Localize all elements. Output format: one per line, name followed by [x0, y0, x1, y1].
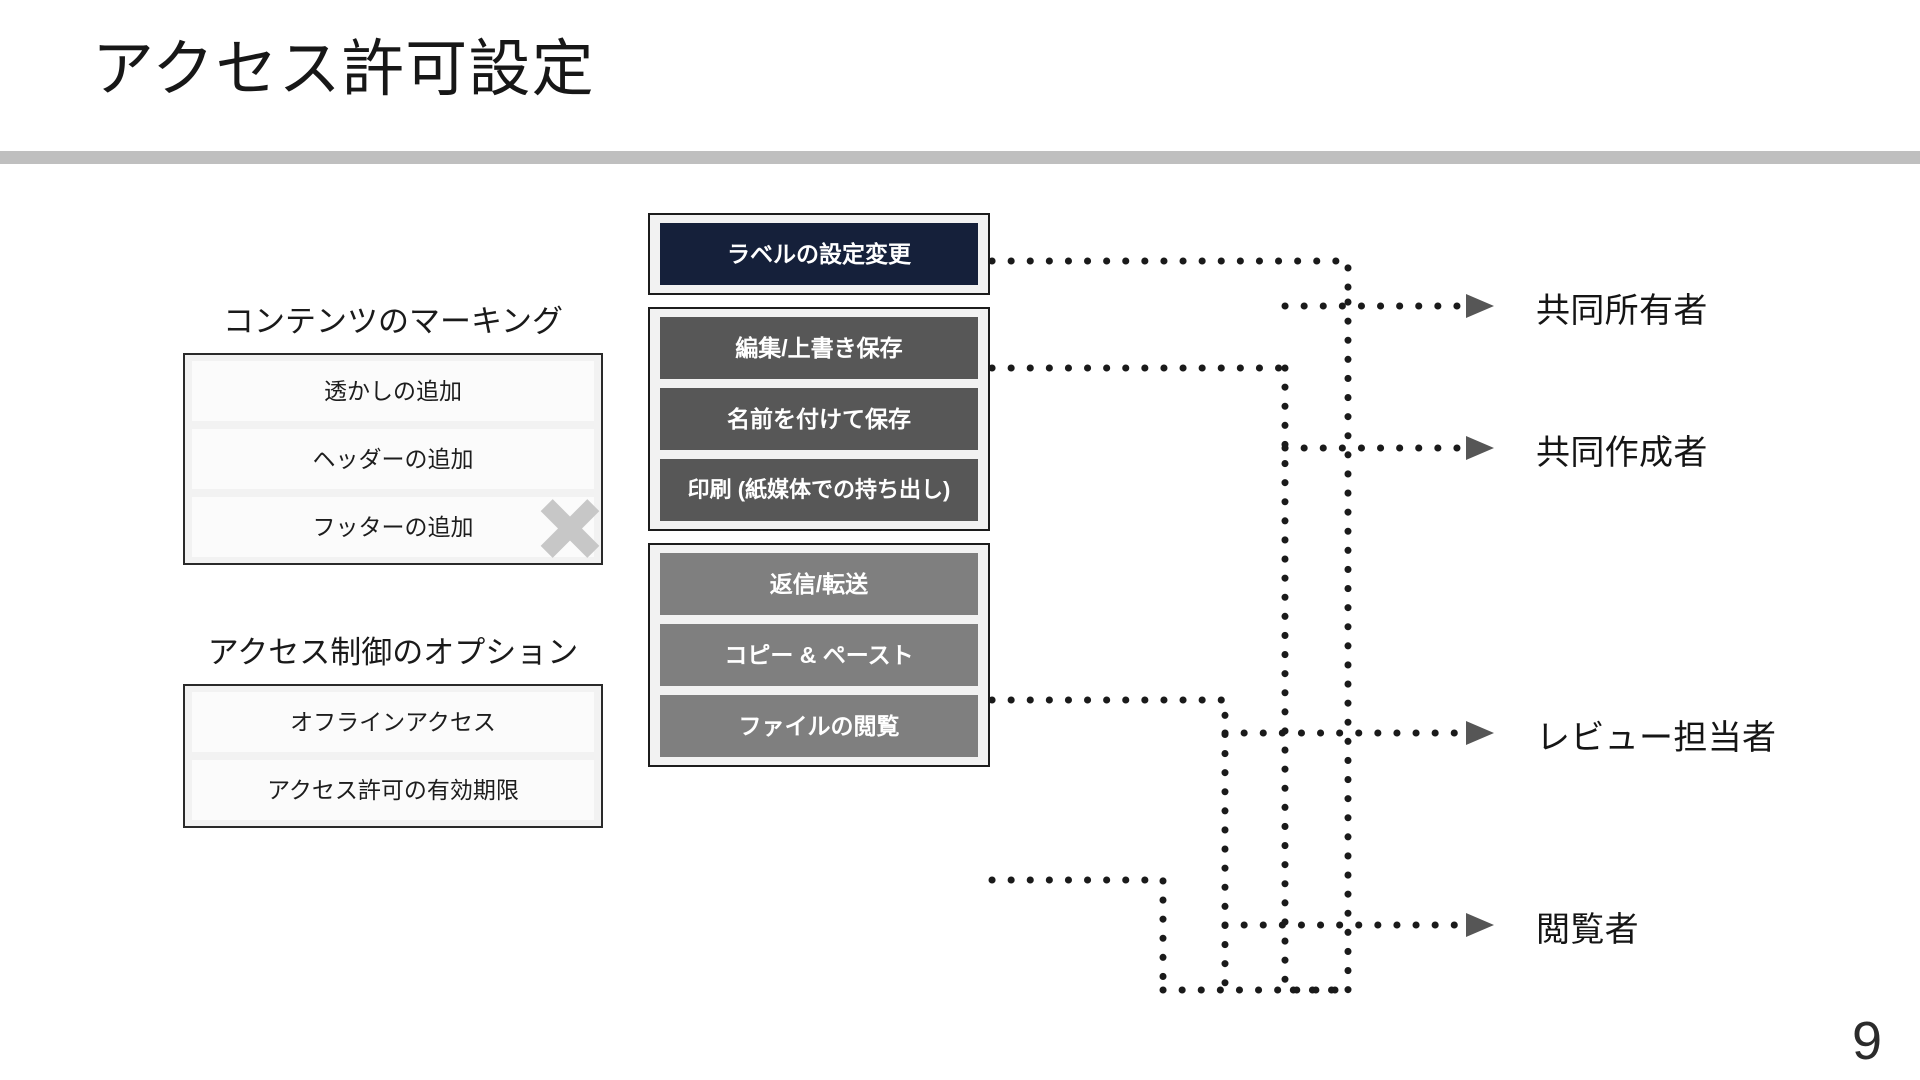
list-item[interactable]: オフラインアクセス: [192, 692, 594, 752]
connector-owner-top: [988, 257, 1352, 306]
permission-chip[interactable]: ファイルの閲覧: [660, 695, 978, 757]
permission-group-author: 編集/上書き保存 名前を付けて保存 印刷 (紙媒体での持ち出し): [648, 307, 990, 531]
permission-group-reviewer-viewer: 返信/転送 コピー & ペースト ファイルの閲覧: [648, 543, 990, 767]
list-item[interactable]: ヘッダーの追加: [192, 429, 594, 489]
permission-group-owner: ラベルの設定変更: [648, 213, 990, 295]
page-title: アクセス許可設定: [92, 35, 595, 104]
connector-reviewer-rail: [988, 696, 1229, 994]
group-access-control: アクセス制御のオプション オフラインアクセス アクセス許可の有効期限: [183, 627, 603, 828]
arrowhead-reviewer: [1466, 721, 1494, 745]
column-spacer: [183, 565, 603, 627]
role-label-co-owner: 共同所有者: [1536, 292, 1708, 330]
role-label-reviewer: レビュー担当者: [1536, 719, 1777, 757]
connector-arrowheads: [1466, 294, 1494, 937]
permission-chip[interactable]: ラベルの設定変更: [660, 223, 978, 285]
cross-icon: [539, 497, 601, 559]
connector-author-rail: [1281, 364, 1352, 994]
group-heading-content-marking: コンテンツのマーキング: [222, 304, 564, 339]
arrowhead-owner: [1466, 294, 1494, 318]
content-marking-box: 透かしの追加 ヘッダーの追加 フッターの追加: [183, 353, 603, 565]
permission-chip[interactable]: 編集/上書き保存: [660, 317, 978, 379]
arrowhead-viewer: [1466, 913, 1494, 937]
list-item[interactable]: フッターの追加: [192, 497, 594, 557]
list-item[interactable]: 透かしの追加: [192, 361, 594, 421]
arrowhead-author: [1466, 436, 1494, 460]
title-divider: [0, 151, 1920, 164]
permission-chip[interactable]: 印刷 (紙媒体での持ち出し): [660, 459, 978, 521]
permission-chip[interactable]: 名前を付けて保存: [660, 388, 978, 450]
center-column: ラベルの設定変更 編集/上書き保存 名前を付けて保存 印刷 (紙媒体での持ち出し…: [648, 213, 990, 767]
left-column: コンテンツのマーキング 透かしの追加 ヘッダーの追加 フッターの追加 アクセス制…: [183, 296, 603, 828]
permission-chip[interactable]: 返信/転送: [660, 553, 978, 615]
permission-chip[interactable]: コピー & ペースト: [660, 624, 978, 686]
access-control-box: オフラインアクセス アクセス許可の有効期限: [183, 684, 603, 828]
role-label-viewer: 閲覧者: [1536, 911, 1640, 949]
connector-viewer-rail: [988, 876, 1167, 994]
group-content-marking: コンテンツのマーキング 透かしの追加 ヘッダーの追加 フッターの追加: [183, 296, 603, 565]
page-number: 9: [1851, 1011, 1882, 1071]
role-label-co-author: 共同作成者: [1536, 434, 1708, 472]
group-heading-access-control: アクセス制御のオプション: [207, 635, 579, 670]
list-item[interactable]: アクセス許可の有効期限: [192, 760, 594, 820]
